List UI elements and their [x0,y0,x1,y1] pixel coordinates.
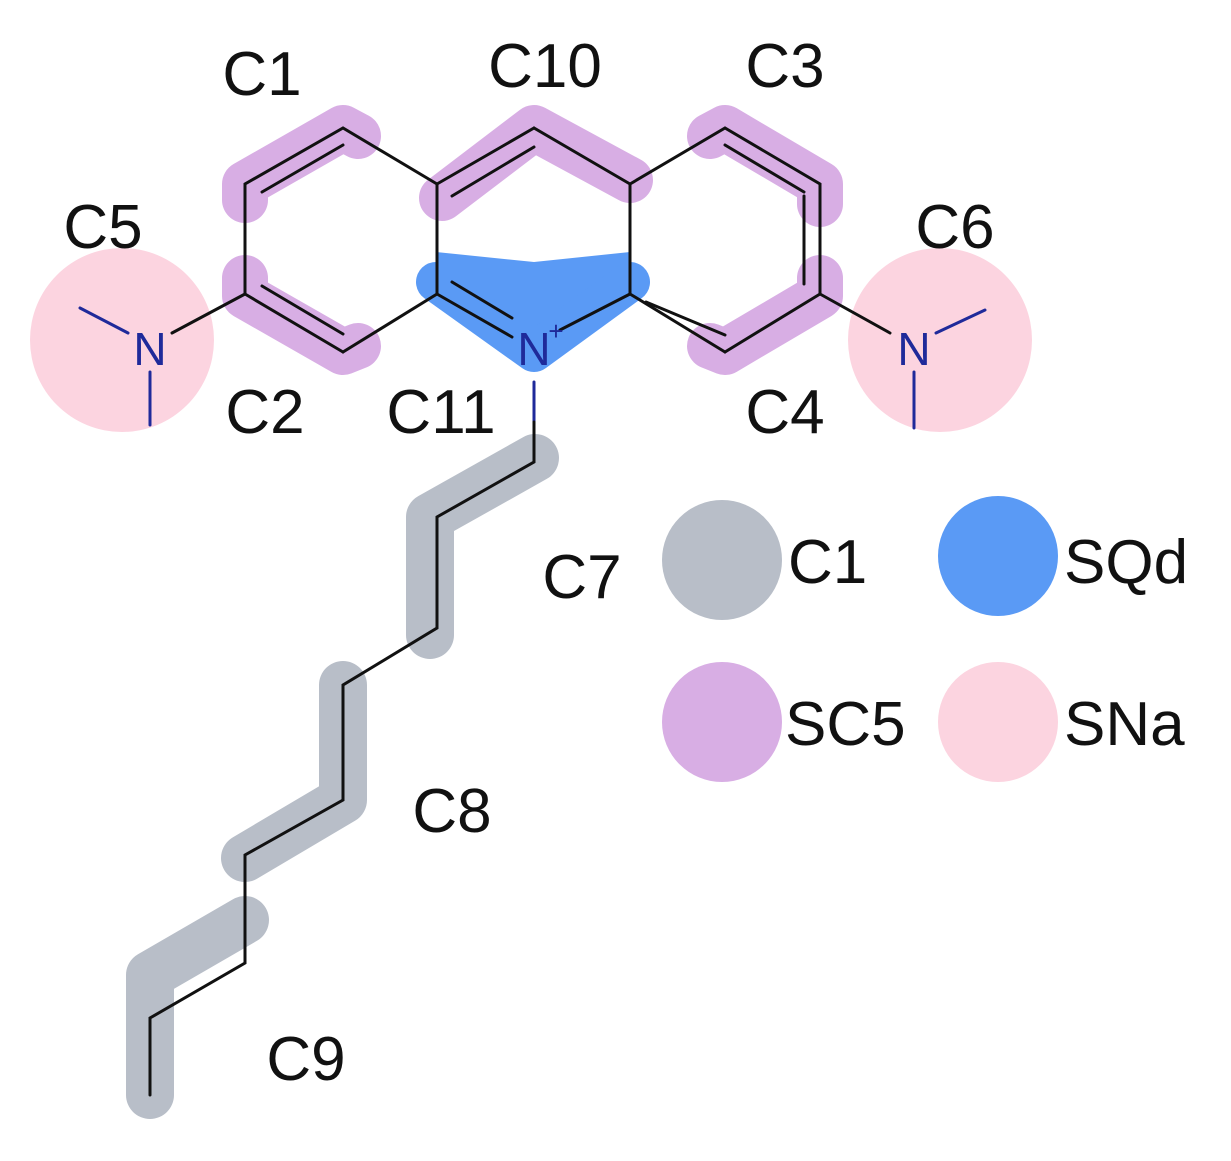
atom-n-center: N [517,323,550,375]
bead-c4-highlight [687,255,843,375]
left-ring-inner-1 [260,143,345,194]
alkyl-chain [148,420,536,1097]
legend-swatch-sc5 [662,662,782,782]
legend-item: SNa [938,662,1185,782]
label-c8: C8 [412,777,491,846]
bead-labels: C1 C10 C3 C5 C6 C2 C11 C4 C7 C8 C9 [63,32,994,1094]
bead-highlights [30,105,1032,1119]
bead-c6-circle [848,248,1032,432]
label-c1: C1 [222,40,301,109]
left-methyl-bond [78,306,130,335]
bead-c1-highlight [222,105,381,223]
atom-n-center-charge: + [548,316,563,346]
label-c11: C11 [386,378,495,447]
right-ring-bond [628,292,727,354]
legend-swatch-sna [938,662,1058,782]
legend-swatch-c1 [662,500,782,620]
right-methyl-bond [934,308,987,335]
label-c7: C7 [542,543,621,612]
bead-c11-highlight [436,252,630,372]
atom-n-left: N [133,323,166,375]
legend-label-sqd: SQd [1064,528,1188,597]
left-ring-bond [341,292,439,354]
bead-c2-highlight [222,255,381,375]
center-ring-bond [435,126,536,186]
bead-c10-highlight [419,105,653,221]
legend-swatch-sqd [938,496,1058,616]
legend-item: SC5 [662,662,906,782]
legend-label-c1: C1 [788,528,867,597]
bead-c8-highlight [221,661,367,882]
legend-label-sc5: SC5 [785,690,906,759]
center-ring-bond [532,126,632,186]
right-ring-bond [723,292,822,354]
bonds [78,126,987,1097]
bead-c5-circle [30,248,214,432]
left-ring-bond [243,292,345,354]
right-amine-bond [818,292,892,335]
label-c3: C3 [745,32,824,101]
center-ring-n-bond [558,292,632,332]
left-ring [243,126,439,296]
label-c4: C4 [745,378,824,447]
bead-c9-highlight [126,896,269,1119]
legend-label-sna: SNa [1064,690,1185,759]
right-ring-inner-1 [723,143,806,194]
legend-item: SQd [938,496,1188,616]
label-c6: C6 [915,193,994,262]
center-ring-n-bond-inner [450,280,514,320]
bead-c11-highlight-edge [416,262,650,372]
right-ring-inner-3 [644,300,727,337]
left-ring-inner-2 [260,284,345,336]
label-c2: C2 [225,378,304,447]
left-amine-bond [170,292,247,335]
legend: C1 SQd SC5 SNa [662,496,1188,782]
legend-item: C1 [662,500,867,620]
label-c10: C10 [488,32,602,101]
center-ring-n-bond [435,292,514,339]
right-ring [628,126,822,296]
center-ring-inner [450,145,536,198]
atom-n-right: N [897,323,930,375]
bead-c7-highlight [406,434,559,659]
atom-labels: N N + N [133,316,930,375]
label-c5: C5 [63,193,142,262]
label-c9: C9 [266,1025,345,1094]
